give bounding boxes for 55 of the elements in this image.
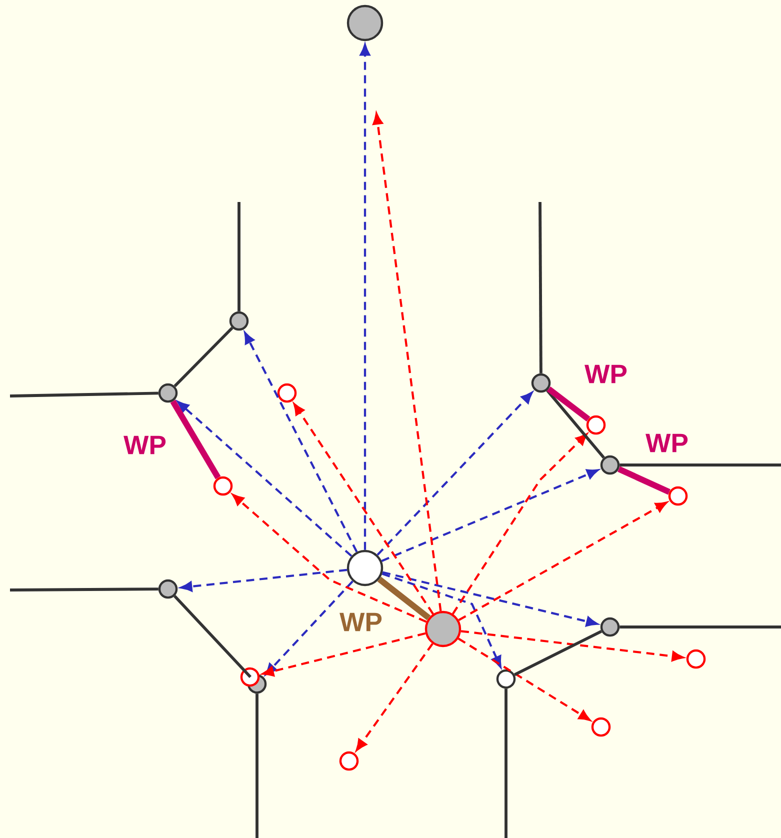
vertex-circle: [586, 415, 606, 435]
edge-line: [174, 595, 252, 678]
vertex-circle: [686, 649, 706, 669]
vertex-circle: [600, 455, 620, 475]
edge-line: [504, 688, 508, 838]
dashed-arrow: [376, 392, 533, 556]
thick-segment: [546, 386, 590, 422]
thick-segment: [618, 466, 670, 495]
dashed-arrow: [293, 403, 434, 614]
edge-line: [238, 202, 240, 312]
vertex-circle: [591, 717, 611, 737]
vertex-circle: [158, 579, 178, 599]
edge-line: [538, 202, 542, 374]
vertex-circle: [277, 383, 297, 403]
edge-line: [10, 392, 158, 398]
edge-line: [620, 464, 781, 466]
edge-label: WP: [583, 364, 629, 384]
dashed-arrow: [452, 434, 588, 614]
vertex-circle: [213, 476, 233, 496]
dashed-arrow: [382, 571, 598, 627]
thick-segment: [377, 576, 431, 620]
vertex-circle: [496, 669, 516, 689]
edge-line: [10, 588, 158, 592]
vertex-circle: [668, 486, 688, 506]
vertex-circle: [158, 383, 178, 403]
vertex-circle: [600, 617, 620, 637]
edge-label: WP: [644, 432, 690, 454]
dashed-arrow: [460, 630, 684, 662]
dashed-arrow: [458, 638, 590, 721]
edge-line: [620, 626, 781, 628]
vertex-circle: [424, 610, 462, 648]
dashed-arrow: [356, 643, 434, 751]
dashed-arrow: [244, 332, 358, 552]
dashed-arrow: [232, 494, 427, 623]
edge-label: WP: [338, 612, 384, 633]
dashed-arrow: [177, 401, 352, 557]
dashed-arrow: [180, 568, 348, 592]
vertex-circle: [240, 667, 260, 687]
dashed-arrow: [262, 632, 426, 676]
vertex-circle: [346, 4, 384, 42]
dashed-arrow: [382, 572, 502, 668]
dashed-arrow: [372, 112, 442, 612]
edge-line: [256, 694, 258, 838]
dashed-arrow: [458, 502, 668, 622]
vertex-circle: [346, 550, 384, 586]
edge-line: [546, 389, 605, 459]
edge-label: WP: [122, 434, 168, 456]
edge-line: [514, 630, 602, 676]
dashed-arrow: [381, 469, 598, 562]
vertex-circle: [531, 373, 551, 393]
vertex-circle: [339, 751, 359, 771]
dashed-arrow: [360, 44, 370, 550]
thick-segment: [170, 400, 221, 480]
edge-line: [174, 326, 234, 388]
vertex-circle: [229, 311, 249, 331]
